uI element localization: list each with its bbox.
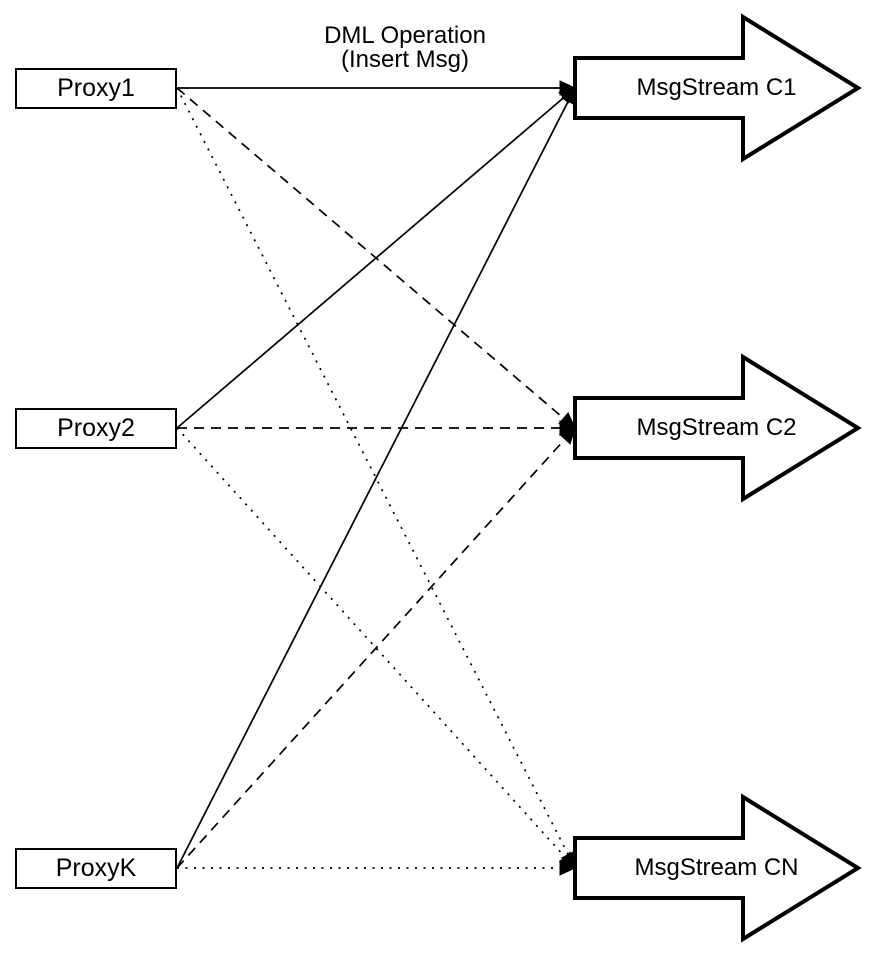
edge-proxy1-c2 [176,87,576,429]
stream-arrow-cn [573,793,862,943]
annotation-line-1: DML Operation [324,22,486,49]
stream-arrow-c1 [573,13,862,163]
proxy-box-proxy1: Proxy1 [15,67,177,109]
proxyk-label: ProxyK [55,853,137,882]
edge-proxyk-c1 [176,86,576,869]
edge-proxy1-cn [176,87,576,870]
proxy2-label: Proxy2 [57,413,135,442]
proxy-box-proxy2: Proxy2 [15,407,177,449]
edge-proxyk-c2 [176,427,576,869]
proxy1-label: Proxy1 [57,73,135,102]
stream-arrow-c2 [573,353,862,503]
edges-group [176,80,577,876]
edge-proxy2-cn [176,427,576,869]
proxy-box-proxyk: ProxyK [15,847,177,889]
dml-annotation: DML Operation (Insert Msg) [255,24,555,72]
stream-arrows-group [573,13,862,943]
annotation-line-2: (Insert Msg) [340,46,469,73]
